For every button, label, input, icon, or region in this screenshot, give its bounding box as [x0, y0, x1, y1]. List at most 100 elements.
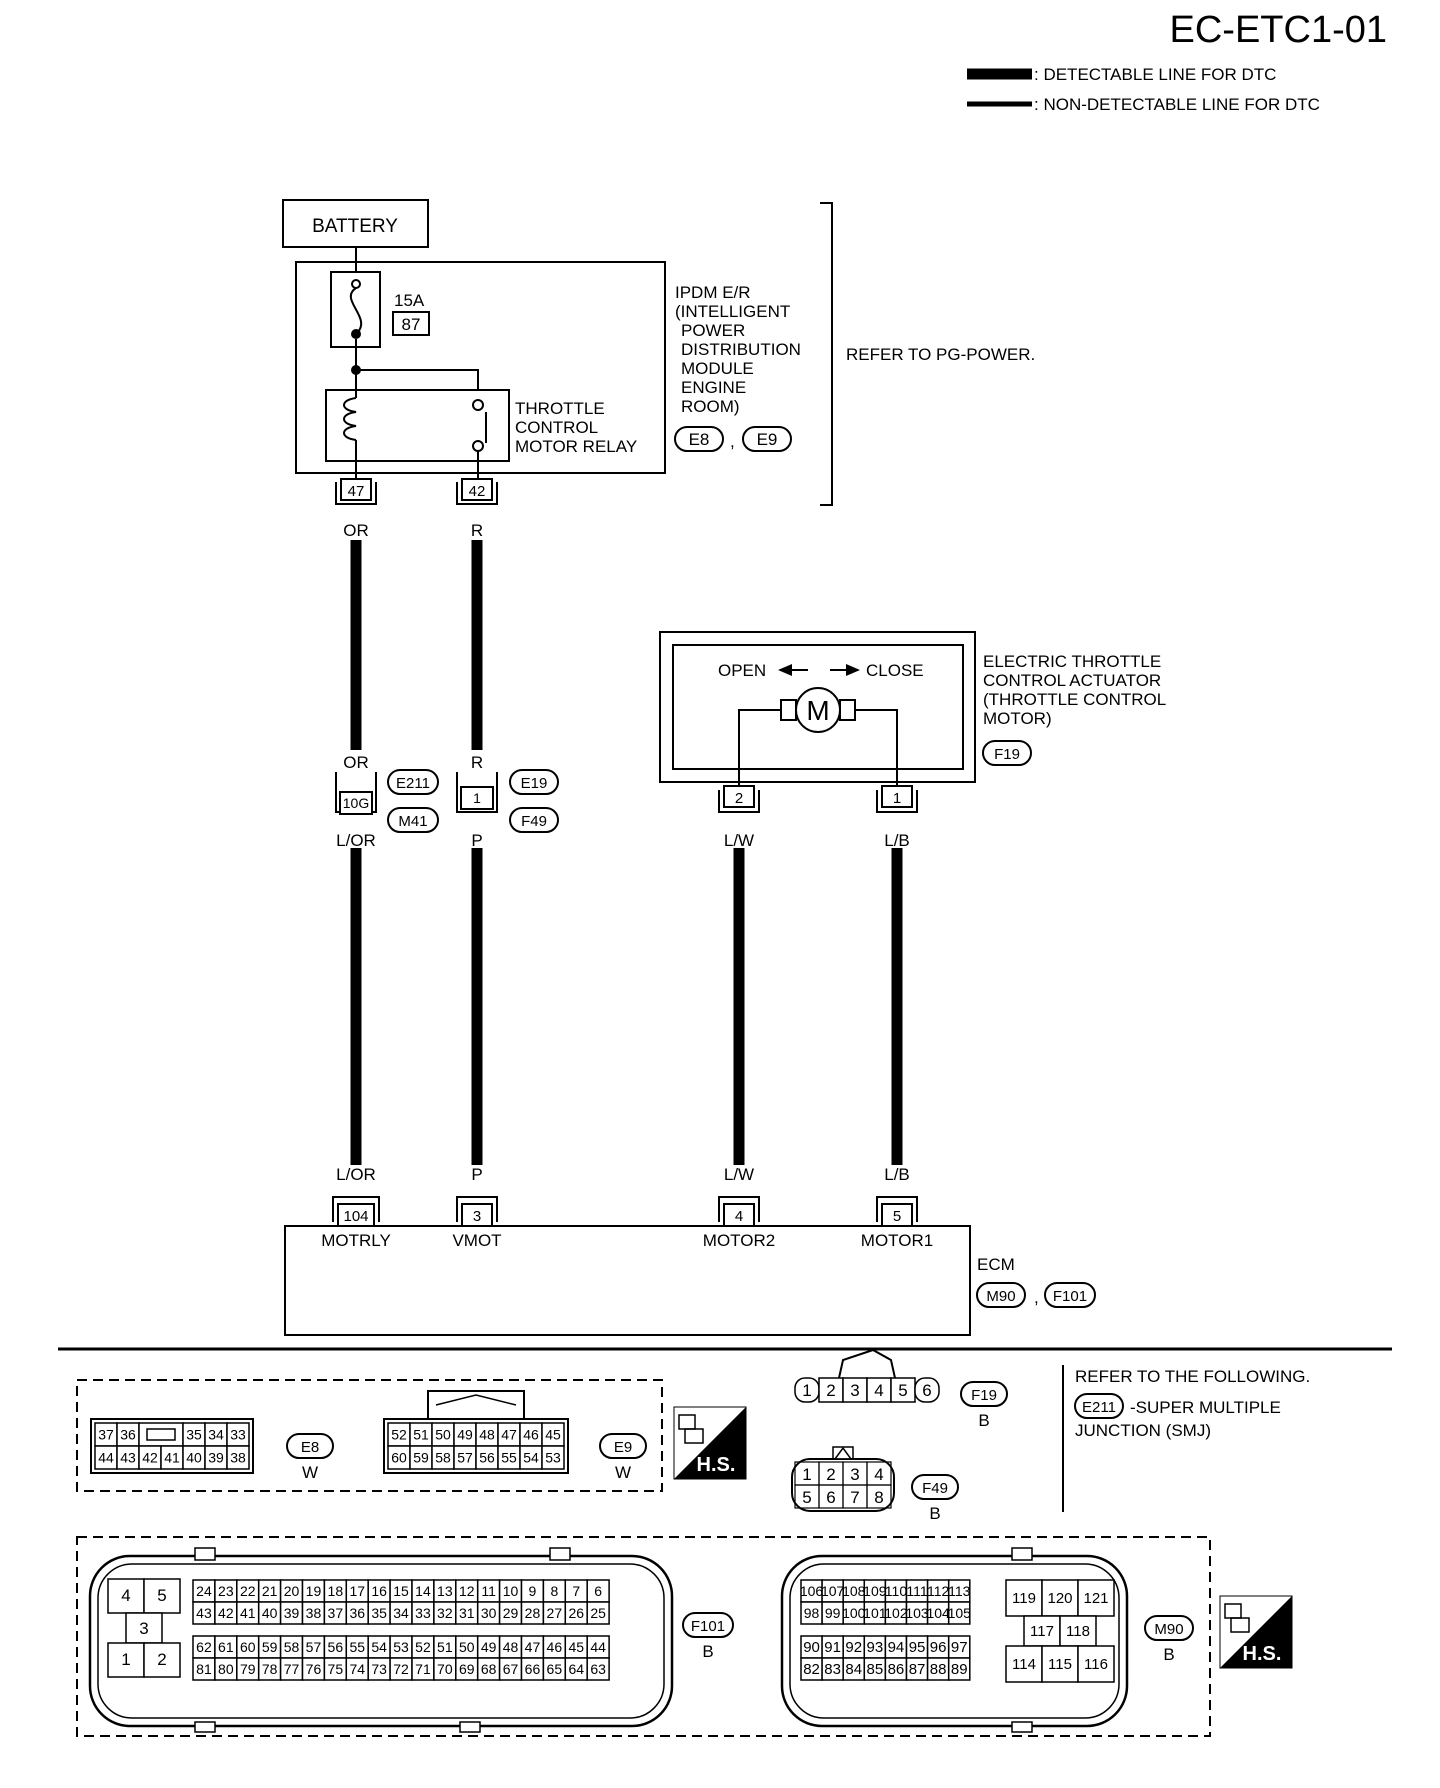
- battery: BATTERY: [282, 199, 429, 248]
- f101-pin: 17: [349, 1583, 365, 1599]
- wire1-color-mid-top: OR: [343, 753, 369, 772]
- m90-cell: [1077, 1645, 1115, 1683]
- f101-pin: 13: [437, 1583, 453, 1599]
- m90-pin: 95: [909, 1639, 926, 1656]
- ecm-pin-vmot: VMOT: [452, 1231, 501, 1250]
- f101-pin: 24: [196, 1583, 212, 1599]
- e9-tag: [599, 1433, 647, 1459]
- connector-ref-e8-label: E8: [689, 430, 710, 449]
- f101-pin: 53: [393, 1639, 409, 1655]
- f101-pin: 77: [284, 1661, 300, 1677]
- f49-pin: 8: [874, 1488, 883, 1507]
- page-code: EC-ETC1-01: [1170, 9, 1388, 51]
- e8-key-slot: [146, 1428, 176, 1441]
- e9-pin: 54: [523, 1450, 539, 1466]
- connector-ref-m41-label: M41: [398, 813, 427, 830]
- f101-pin: 8: [550, 1583, 558, 1599]
- f19-pin: 2: [826, 1381, 835, 1400]
- f101-pin: 3: [139, 1619, 148, 1638]
- m90-id: M90: [1154, 1621, 1183, 1638]
- m90-pin: 106: [800, 1583, 824, 1599]
- f101-pin: 50: [459, 1639, 475, 1655]
- ecm-connector-sep: ,: [1034, 1288, 1039, 1307]
- m90-cell: [947, 1657, 971, 1681]
- ecm-terminal-104: 104: [332, 1196, 380, 1227]
- e9-pin: 58: [435, 1450, 451, 1466]
- f19-color: B: [978, 1411, 989, 1430]
- f101-pin: 1: [121, 1650, 130, 1669]
- f101-pin: 64: [568, 1661, 584, 1677]
- f49-color: B: [929, 1504, 940, 1523]
- f101-pin: 58: [284, 1639, 300, 1655]
- m90-bottom-tab: [1011, 1721, 1033, 1733]
- e9-pin: 50: [435, 1427, 451, 1443]
- e8-pin: 42: [142, 1450, 158, 1466]
- m90-pin: 83: [824, 1661, 841, 1678]
- f19-cell: [818, 1377, 844, 1403]
- f101-pin: 63: [590, 1661, 606, 1677]
- m90-pin: 111: [906, 1583, 927, 1599]
- m90-pin: 85: [867, 1661, 884, 1678]
- connector-ref-e9-label: E9: [757, 430, 778, 449]
- m90-pin: 93: [867, 1639, 884, 1656]
- f101-pin: 81: [196, 1661, 212, 1677]
- connector-ref-e19: [509, 769, 559, 795]
- m90-pin: 90: [803, 1639, 820, 1656]
- f101-pin: 79: [240, 1661, 256, 1677]
- connector-ref-f101: [1044, 1282, 1096, 1308]
- e8-pin: 36: [120, 1427, 136, 1443]
- f101-pin: 40: [262, 1605, 278, 1621]
- legend-thin-label: : NON-DETECTABLE LINE FOR DTC: [1034, 95, 1320, 114]
- e-group-hs-plug2-icon: [684, 1428, 704, 1444]
- m90-pin: 100: [842, 1605, 866, 1621]
- m90-pin: 97: [951, 1639, 968, 1656]
- svg-text:42: 42: [469, 483, 486, 500]
- ecm-terminal-3: 3: [456, 1196, 498, 1227]
- f101-tag: [682, 1612, 734, 1638]
- f101-pin: 67: [503, 1661, 519, 1677]
- f101-housing-inner: [97, 1563, 665, 1719]
- f101-pin: 23: [218, 1583, 234, 1599]
- actuator-close-label: CLOSE: [866, 661, 924, 680]
- wire3-color-bottom: L/W: [724, 1165, 754, 1184]
- f101-pin: 44: [590, 1639, 606, 1655]
- f49-cell: [866, 1484, 892, 1509]
- e9-pin: 49: [457, 1427, 473, 1443]
- m90-pin: 96: [930, 1639, 947, 1656]
- f49-pin: 3: [850, 1465, 859, 1484]
- svg-text:47: 47: [348, 483, 365, 500]
- m-group-hs-label: H.S.: [1243, 1643, 1282, 1665]
- f101-pin: 28: [525, 1605, 541, 1621]
- f19-latch: [838, 1348, 896, 1379]
- e8-housing: [90, 1418, 254, 1474]
- f101-pin: 20: [284, 1583, 300, 1599]
- refer-bracket: [820, 202, 833, 506]
- motor-letter: M: [806, 695, 829, 726]
- m90-pin: 103: [905, 1605, 929, 1621]
- actuator-name-4: MOTOR): [983, 709, 1052, 728]
- f101-pin: 73: [371, 1661, 387, 1677]
- relay-label-3: MOTOR RELAY: [515, 437, 637, 456]
- wire1-color-top: OR: [343, 521, 369, 540]
- m90-pin: 86: [888, 1661, 905, 1678]
- f49-key-icon: [833, 1446, 853, 1460]
- f101-pin: 54: [371, 1639, 387, 1655]
- e9-pin: 59: [413, 1450, 429, 1466]
- ipdm-name-7: ROOM): [681, 397, 740, 416]
- m90-pin: 98: [804, 1605, 820, 1621]
- ecm-pin-motor1: MOTOR1: [861, 1231, 933, 1250]
- f101-pin: 32: [437, 1605, 453, 1621]
- f49-pin: 7: [850, 1488, 859, 1507]
- m90-pin: 120: [1047, 1590, 1072, 1607]
- f101-pin: 6: [594, 1583, 602, 1599]
- e8-pin: 33: [230, 1427, 246, 1443]
- m90-pin: 94: [888, 1639, 905, 1656]
- connector-ref-m90: [976, 1282, 1026, 1308]
- wire3-color-top: L/W: [724, 831, 754, 850]
- m90-cell: [1005, 1645, 1043, 1683]
- legend-thick-label: : DETECTABLE LINE FOR DTC: [1034, 65, 1276, 84]
- fuse-amps: 15A: [394, 291, 425, 310]
- refer-note-conn-label: E211: [1082, 1399, 1116, 1416]
- ipdm-name-2: (INTELLIGENT: [675, 302, 790, 321]
- ecm-pin-motrly: MOTRLY: [321, 1231, 391, 1250]
